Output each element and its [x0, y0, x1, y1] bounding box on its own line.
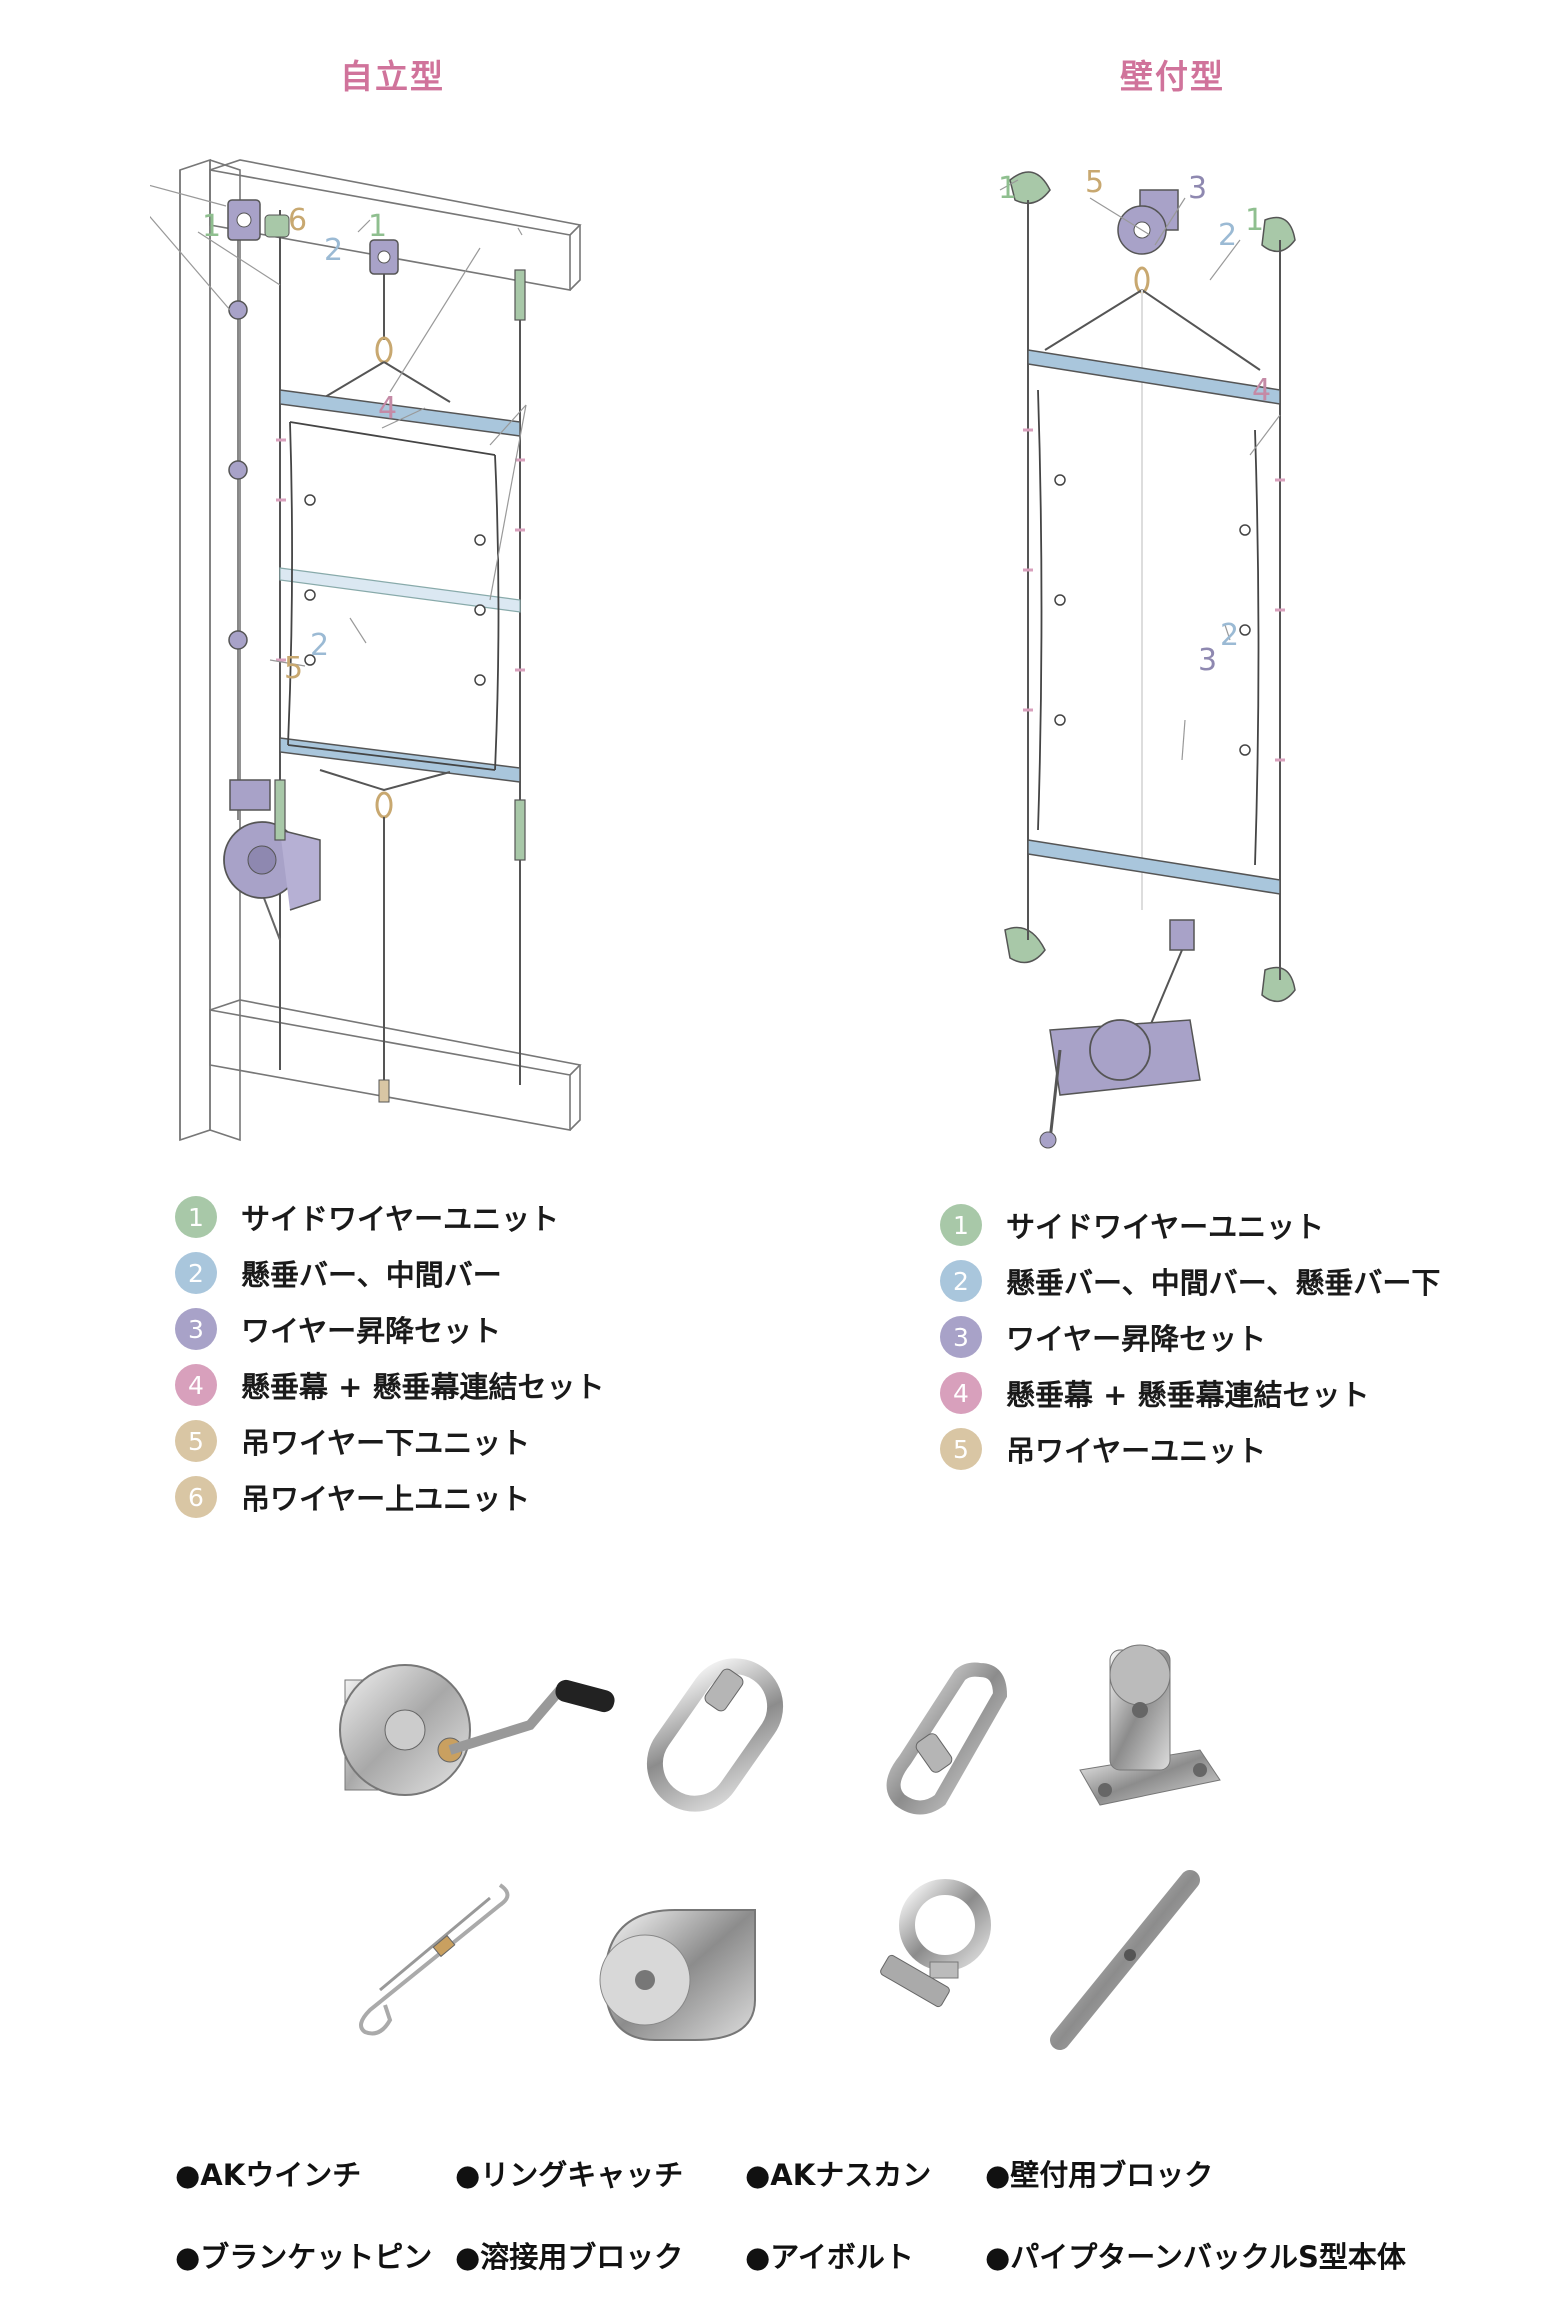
legend-item-1: 1 サイドワイヤーユニット [175, 1195, 559, 1239]
legend-badge: 4 [175, 1364, 217, 1406]
legend-item-4: 4 懸垂幕 + 懸垂幕連結セット [175, 1363, 605, 1407]
callout-1-right: 1 [1245, 203, 1264, 238]
turnbuckle-icon [1050, 1870, 1200, 2050]
callout-1-left: 1 [202, 209, 221, 244]
legend-item-3: 3 ワイヤー昇降セット [175, 1307, 501, 1351]
banner-grommets [304, 494, 486, 686]
hanging-block-bottom [319, 769, 451, 1103]
legend-item-5: 5 吊ワイヤー下ユニット [175, 1419, 530, 1463]
legend-badge: 1 [940, 1204, 982, 1246]
caption-blanket-pin: ●ブランケットピン [175, 2240, 433, 2274]
callout-2-top: 2 [1218, 218, 1237, 253]
callout-4: 4 [378, 391, 397, 426]
callout-2-bottom: 2 [310, 628, 329, 663]
legend-label: ワイヤー昇降セット [241, 1314, 502, 1348]
callout-3-bottom: 3 [1198, 643, 1217, 678]
callout-1-left: 1 [998, 171, 1017, 206]
hanging-block-top [319, 239, 451, 403]
legend-badge: 6 [175, 1476, 217, 1518]
callout-5: 5 [1085, 165, 1104, 200]
ring-catch-icon [646, 1658, 784, 1812]
callout-5: 5 [284, 651, 303, 686]
legend-label: 懸垂幕 + 懸垂幕連結セット [1006, 1378, 1370, 1412]
legend-badge: 3 [940, 1316, 982, 1358]
top-hanging-bar [1027, 349, 1281, 405]
legend-badge: 3 [175, 1308, 217, 1350]
legend-label: サイドワイヤーユニット [1006, 1210, 1325, 1244]
legend-badge: 2 [175, 1252, 217, 1294]
legend-label: サイドワイヤーユニット [241, 1202, 560, 1236]
banner-sheet [287, 421, 500, 771]
callout-lines [150, 184, 527, 667]
caption-welding-block: ●溶接用ブロック [455, 2240, 684, 2274]
legend-label: 吊ワイヤー下ユニット [241, 1426, 531, 1460]
caption-wall-block: ●壁付用ブロック [985, 2158, 1214, 2192]
wall-mount-diagram: 1 5 3 1 2 4 2 3 [998, 165, 1296, 1149]
legend-item-6: 6 吊ワイヤー上ユニット [175, 1475, 530, 1519]
legend-badge: 5 [940, 1428, 982, 1470]
banner-connectors [1023, 428, 1285, 762]
callout-4: 4 [1252, 373, 1271, 408]
callout-2-bottom: 2 [1220, 618, 1239, 653]
winch [223, 779, 321, 911]
legend-label: ワイヤー昇降セット [1006, 1322, 1267, 1356]
turnbuckles [274, 269, 526, 861]
caption-eye-bolt: ●アイボルト [745, 2240, 914, 2274]
legend-badge: 2 [940, 1260, 982, 1302]
middle-bar [279, 567, 521, 613]
left-diagram-title: 自立型 [340, 57, 445, 96]
legend-item-5: 5 吊ワイヤーユニット [940, 1427, 1266, 1471]
legend-item-2: 2 懸垂バー、中間バー、懸垂バー下 [940, 1259, 1440, 1303]
blanket-pin-icon [359, 1883, 510, 2036]
caption-ring-catch: ●リングキャッチ [455, 2158, 684, 2192]
callout-3-top: 3 [1188, 171, 1207, 206]
legend-badge: 4 [940, 1372, 982, 1414]
legend-label: 吊ワイヤーユニット [1006, 1434, 1267, 1468]
snap-hook-icon [886, 1662, 1008, 1815]
bottom-hanging-bar [1027, 839, 1281, 895]
banner-grommets [1054, 474, 1251, 756]
top-pulley [1044, 189, 1261, 371]
welding-block-icon [599, 1909, 756, 2041]
legend-badge: 5 [175, 1420, 217, 1462]
eye-bolt-icon [880, 1879, 991, 2008]
wall-brackets [1004, 171, 1296, 1003]
legend-label: 懸垂バー、中間バー [241, 1258, 502, 1292]
legend-label: 吊ワイヤー上ユニット [241, 1482, 531, 1516]
legend-label: 懸垂バー、中間バー、懸垂バー下 [1006, 1266, 1441, 1300]
freestanding-diagram: 3 1 6 1 2 4 2 5 [150, 158, 582, 1142]
frame-post [179, 158, 582, 1142]
caption-ak-snap-hook: ●AKナスカン [745, 2158, 932, 2192]
winch [1039, 919, 1201, 1149]
legend-item-1: 1 サイドワイヤーユニット [940, 1203, 1324, 1247]
legend-item-3: 3 ワイヤー昇降セット [940, 1315, 1266, 1359]
winch-icon [339, 1664, 615, 1796]
caption-ak-winch: ●AKウインチ [175, 2158, 362, 2192]
callout-2-top: 2 [324, 233, 343, 268]
callout-6: 6 [288, 203, 307, 238]
legend-badge: 1 [175, 1196, 217, 1238]
top-hanging-bar [279, 389, 521, 437]
eye-bolts [228, 300, 248, 650]
right-diagram-title: 壁付型 [1120, 57, 1225, 96]
callout-lines [999, 179, 1281, 761]
legend-item-4: 4 懸垂幕 + 懸垂幕連結セット [940, 1371, 1370, 1415]
top-pulley-block [227, 199, 290, 241]
wall-block-icon [1079, 1644, 1221, 1806]
banner-sheet [1037, 389, 1260, 866]
caption-turnbuckle: ●パイプターンバックルS型本体 [985, 2240, 1406, 2274]
legend-label: 懸垂幕 + 懸垂幕連結セット [241, 1370, 605, 1404]
bottom-hanging-bar [279, 737, 521, 783]
legend-item-2: 2 懸垂バー、中間バー [175, 1251, 502, 1295]
banner-connectors [276, 438, 525, 672]
callout-1-right: 1 [368, 209, 387, 244]
